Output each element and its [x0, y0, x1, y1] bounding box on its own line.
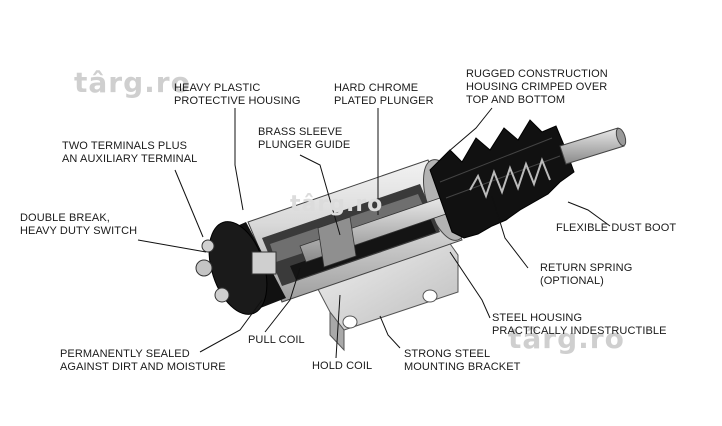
- watermark-top: târg.ro: [74, 66, 191, 99]
- terminal-cap-shape: [195, 221, 286, 315]
- plunger-rod-shape: [559, 127, 627, 165]
- watermark-center: târg.ro: [290, 192, 384, 217]
- label-flexible-dust-boot: FLEXIBLE DUST BOOT: [556, 222, 677, 234]
- dust-boot-shape: [429, 119, 575, 239]
- label-hold-coil: HOLD COIL: [312, 360, 373, 372]
- watermark-bottom: târg.ro: [508, 322, 625, 355]
- leader-lines: [137, 107, 611, 359]
- label-return-spring: RETURN SPRING(OPTIONAL): [540, 262, 633, 287]
- label-double-break-switch: DOUBLE BREAK,HEAVY DUTY SWITCH: [20, 212, 138, 237]
- label-pull-coil: PULL COIL: [248, 334, 305, 346]
